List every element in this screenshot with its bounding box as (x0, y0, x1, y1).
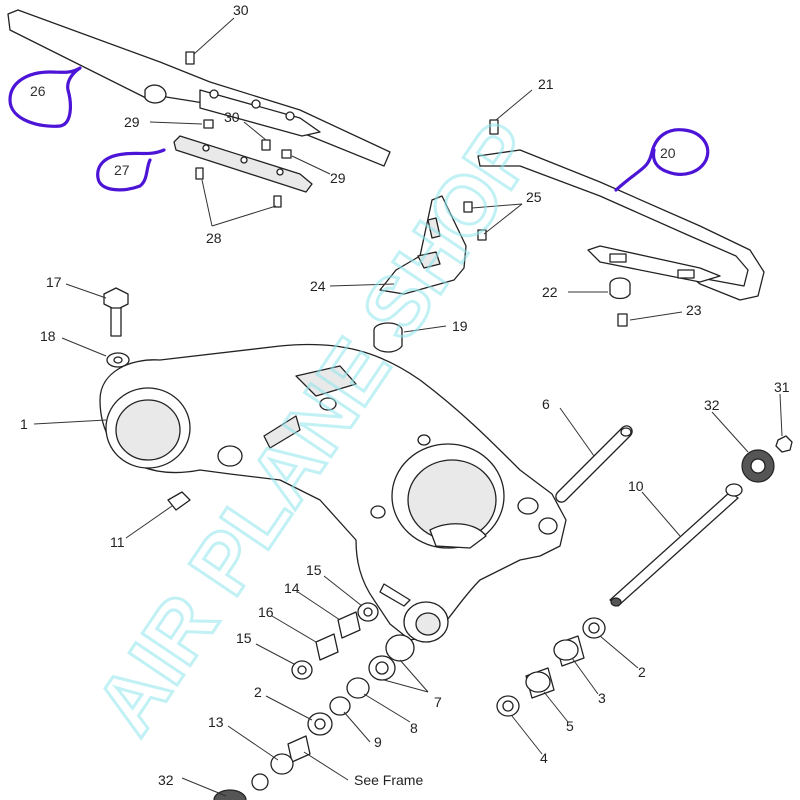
rubber-mount-22 (609, 277, 631, 300)
label-28: 28 (206, 230, 222, 246)
swingarm-part (99, 343, 567, 643)
bracket-part (379, 195, 467, 295)
label-10: 10 (628, 478, 644, 494)
annotation-circle-27 (96, 148, 166, 192)
bolt-25a (463, 201, 473, 213)
bolt-23 (617, 313, 628, 327)
washer-18 (106, 352, 130, 368)
part-number-labels: 30 29 30 29 28 21 25 24 22 23 19 17 18 1… (20, 2, 790, 788)
see-frame-label: See Frame (354, 772, 423, 788)
bearing-32 (741, 449, 775, 483)
label-5: 5 (566, 718, 574, 734)
label-25: 25 (526, 189, 542, 205)
leader-lines (33, 17, 783, 797)
label-30-top: 30 (233, 2, 249, 18)
circled-annotations: 26 27 20 (8, 66, 710, 192)
lower-chain-guard-part (477, 149, 765, 301)
chain-slider-part (173, 135, 313, 193)
label-15-top: 15 (306, 562, 322, 578)
bolt-11 (167, 491, 191, 511)
nut-31 (775, 435, 793, 453)
label-24: 24 (310, 278, 326, 294)
label-7: 7 (434, 694, 442, 710)
label-19: 19 (452, 318, 468, 334)
label-30-mid: 30 (224, 109, 240, 125)
annotation-circle-26 (8, 66, 82, 128)
label-15-bottom: 15 (236, 630, 252, 646)
bolt-21 (489, 119, 499, 135)
label-18: 18 (40, 328, 56, 344)
damper-19 (373, 322, 403, 353)
annotation-label-27: 27 (114, 162, 130, 178)
annotation-circle-20 (614, 128, 710, 192)
label-4: 4 (540, 750, 548, 766)
label-23: 23 (686, 302, 702, 318)
label-29-left: 29 (124, 114, 140, 130)
label-32-right: 32 (704, 397, 720, 413)
label-16: 16 (258, 604, 274, 620)
pivot-pin-6 (555, 425, 633, 503)
label-29-right: 29 (330, 170, 346, 186)
label-21: 21 (538, 76, 554, 92)
label-3: 3 (598, 690, 606, 706)
label-31: 31 (774, 379, 790, 395)
label-22: 22 (542, 284, 558, 300)
label-2-right: 2 (638, 664, 646, 680)
label-6: 6 (542, 396, 550, 412)
bolt-25b (477, 229, 487, 241)
label-17: 17 (46, 274, 62, 290)
annotation-label-20: 20 (660, 145, 676, 161)
label-14: 14 (284, 580, 300, 596)
axle-10 (609, 483, 743, 607)
annotation-label-26: 26 (30, 83, 46, 99)
small-bolts (185, 51, 292, 208)
label-8: 8 (410, 720, 418, 736)
bolt-17 (103, 287, 129, 337)
label-11: 11 (110, 534, 125, 550)
label-32-bottom: 32 (158, 772, 174, 788)
label-9: 9 (374, 734, 382, 750)
label-2-left: 2 (254, 684, 262, 700)
label-13: 13 (208, 714, 224, 730)
label-1: 1 (20, 416, 28, 432)
chain-guard-part (7, 9, 391, 167)
